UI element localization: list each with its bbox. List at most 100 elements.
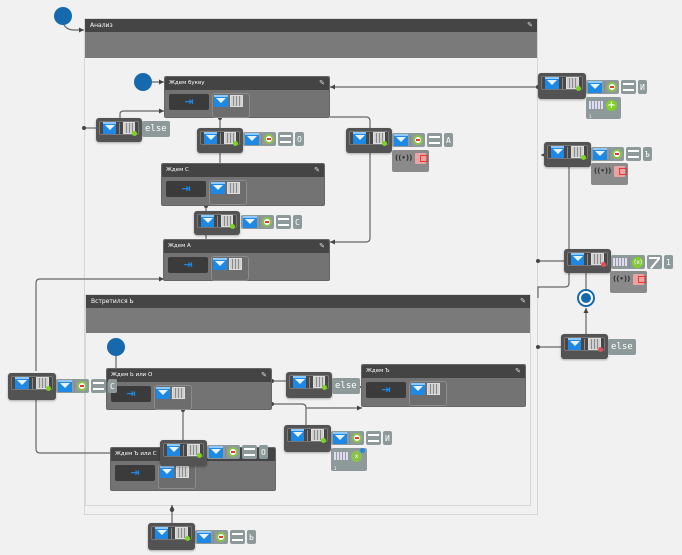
pencil-icon[interactable]: ✎ [319, 242, 325, 250]
transition-i-bottom[interactable] [284, 425, 331, 452]
action-variable-add[interactable]: + 1 [586, 97, 621, 119]
pencil-icon[interactable]: ✎ [319, 79, 325, 87]
grid-icon[interactable] [223, 132, 239, 146]
transition-else-top[interactable] [96, 118, 142, 142]
state-wait-a[interactable]: Ждем А✎ ⇥ [163, 239, 330, 281]
pencil-icon[interactable]: ✎ [261, 371, 267, 379]
equals-icon[interactable] [232, 533, 243, 541]
action-variable-clear[interactable]: x 1 [331, 447, 367, 471]
add-icon[interactable]: + [606, 99, 617, 111]
value-check-icon[interactable] [352, 433, 362, 443]
grid-icon[interactable] [311, 429, 326, 443]
condition-value[interactable]: Ъ [645, 149, 650, 159]
condition-chips[interactable]: И [331, 431, 392, 445]
transition-i-top[interactable] [538, 73, 586, 99]
grid-icon[interactable] [176, 466, 189, 478]
mail-icon[interactable] [411, 383, 425, 395]
pencil-icon[interactable]: ✎ [515, 367, 521, 375]
grid-icon[interactable] [220, 215, 236, 229]
mail-icon[interactable] [156, 387, 170, 399]
grid-icon[interactable] [591, 253, 606, 267]
initial-node[interactable] [54, 7, 72, 25]
value-check-icon[interactable] [262, 217, 272, 227]
action-signal-alert[interactable]: ((•)) [392, 150, 429, 172]
value-check-icon[interactable] [607, 82, 617, 92]
action-signal-alert[interactable]: ((•)) [591, 163, 628, 185]
composite-header[interactable]: Анализ ✎ [85, 19, 537, 32]
sign-in-icon[interactable]: ⇥ [366, 382, 406, 398]
variable-icon[interactable] [589, 101, 603, 109]
state-actions[interactable] [211, 256, 249, 281]
transition-a[interactable] [346, 128, 392, 153]
value-check-icon[interactable] [228, 447, 238, 457]
grid-icon[interactable] [372, 132, 388, 146]
sign-in-icon[interactable]: ⇥ [169, 94, 209, 110]
mail-icon[interactable] [209, 446, 223, 458]
action-signal-alert[interactable]: ((•)) [610, 271, 647, 293]
condition-chips[interactable]: С [56, 379, 117, 393]
mail-icon[interactable] [291, 429, 305, 441]
grid-icon[interactable] [122, 122, 138, 136]
mail-icon[interactable] [103, 122, 116, 134]
condition-chips[interactable]: (x) 1 [611, 255, 673, 269]
radio-signal-icon[interactable]: ((•)) [395, 154, 413, 162]
grid-icon[interactable] [588, 338, 603, 352]
state-wait-hard[interactable]: Ждем Ъ✎ ⇥ [361, 364, 526, 407]
mail-icon[interactable] [333, 432, 347, 444]
sign-in-icon[interactable]: ⇥ [168, 257, 208, 273]
equals-icon[interactable] [93, 382, 104, 390]
condition-value[interactable]: 1 [666, 257, 671, 267]
grid-icon[interactable] [427, 383, 440, 395]
grid-icon[interactable] [230, 95, 243, 107]
alert-icon[interactable] [633, 273, 646, 285]
mail-icon[interactable] [58, 380, 72, 392]
else-condition[interactable]: else [332, 378, 360, 394]
mail-icon[interactable] [353, 132, 366, 144]
mail-icon[interactable] [571, 253, 585, 265]
mail-icon[interactable] [593, 148, 607, 160]
grid-icon[interactable] [172, 387, 185, 399]
composite-header[interactable]: Встретился Ь ✎ [86, 295, 530, 308]
state-wait-c[interactable]: Ждем С✎ ⇥ [161, 163, 325, 206]
state-actions[interactable] [209, 180, 247, 205]
condition-value[interactable]: И [640, 82, 645, 92]
equals-icon[interactable] [623, 83, 634, 91]
mail-icon[interactable] [243, 216, 257, 228]
transition-hard-right[interactable] [544, 142, 591, 167]
value-check-icon[interactable] [612, 149, 622, 159]
variable-icon[interactable] [613, 258, 627, 266]
mail-icon[interactable] [568, 338, 582, 350]
state-actions[interactable] [158, 464, 196, 489]
equals-icon[interactable] [244, 448, 255, 456]
condition-value[interactable]: О [261, 447, 266, 457]
sign-in-icon[interactable]: ⇥ [115, 465, 155, 481]
grid-icon[interactable] [187, 444, 202, 458]
mail-icon[interactable] [588, 81, 602, 93]
equals-icon[interactable] [278, 218, 289, 226]
radio-signal-icon[interactable]: ((•)) [613, 275, 631, 283]
state-actions[interactable] [409, 381, 447, 406]
mail-icon[interactable] [197, 531, 211, 543]
condition-value[interactable]: И [385, 433, 390, 443]
sign-in-icon[interactable]: ⇥ [111, 386, 151, 402]
pencil-icon[interactable]: ✎ [527, 21, 533, 29]
transition-else-right[interactable] [561, 334, 608, 359]
equals-icon[interactable] [368, 434, 379, 442]
pencil-icon[interactable]: ✎ [314, 166, 320, 174]
state-actions[interactable] [212, 93, 250, 118]
mail-icon[interactable] [545, 77, 559, 89]
condition-value[interactable]: С [110, 381, 115, 391]
transition-o-bottom[interactable] [160, 440, 207, 466]
transition-o[interactable] [197, 128, 243, 153]
condition-chips[interactable]: А [392, 133, 453, 147]
initial-node[interactable] [134, 73, 152, 91]
equals-icon[interactable] [429, 136, 440, 144]
transition-else-mid[interactable] [286, 372, 332, 398]
transition-not-one[interactable] [564, 249, 611, 273]
pencil-icon[interactable]: ✎ [520, 297, 526, 305]
mail-icon[interactable] [293, 376, 306, 388]
condition-value[interactable]: С [295, 217, 300, 227]
variable-check-icon[interactable]: (x) [632, 256, 643, 268]
equals-icon[interactable] [280, 135, 291, 143]
